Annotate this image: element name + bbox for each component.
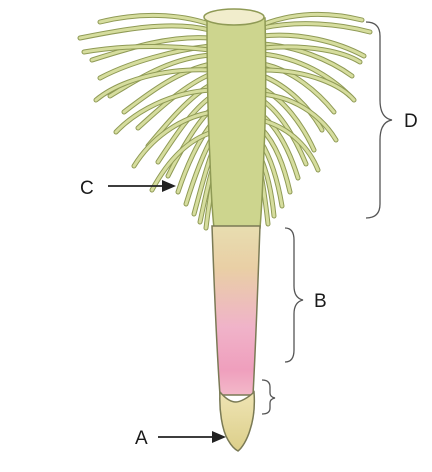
- root-cap: [220, 392, 255, 451]
- root-hair-zone-core: [207, 18, 266, 228]
- brace-b: [285, 228, 303, 362]
- label-b: B: [314, 291, 327, 312]
- label-d: D: [404, 111, 418, 132]
- brace-meristem: [262, 380, 275, 414]
- elongation-region: [212, 226, 260, 395]
- arrow-a-head: [212, 431, 226, 443]
- root-top-cut: [204, 9, 264, 25]
- brace-d: [366, 22, 392, 218]
- label-a: A: [135, 428, 148, 449]
- label-c: C: [80, 178, 94, 199]
- arrow-c-head: [162, 180, 176, 192]
